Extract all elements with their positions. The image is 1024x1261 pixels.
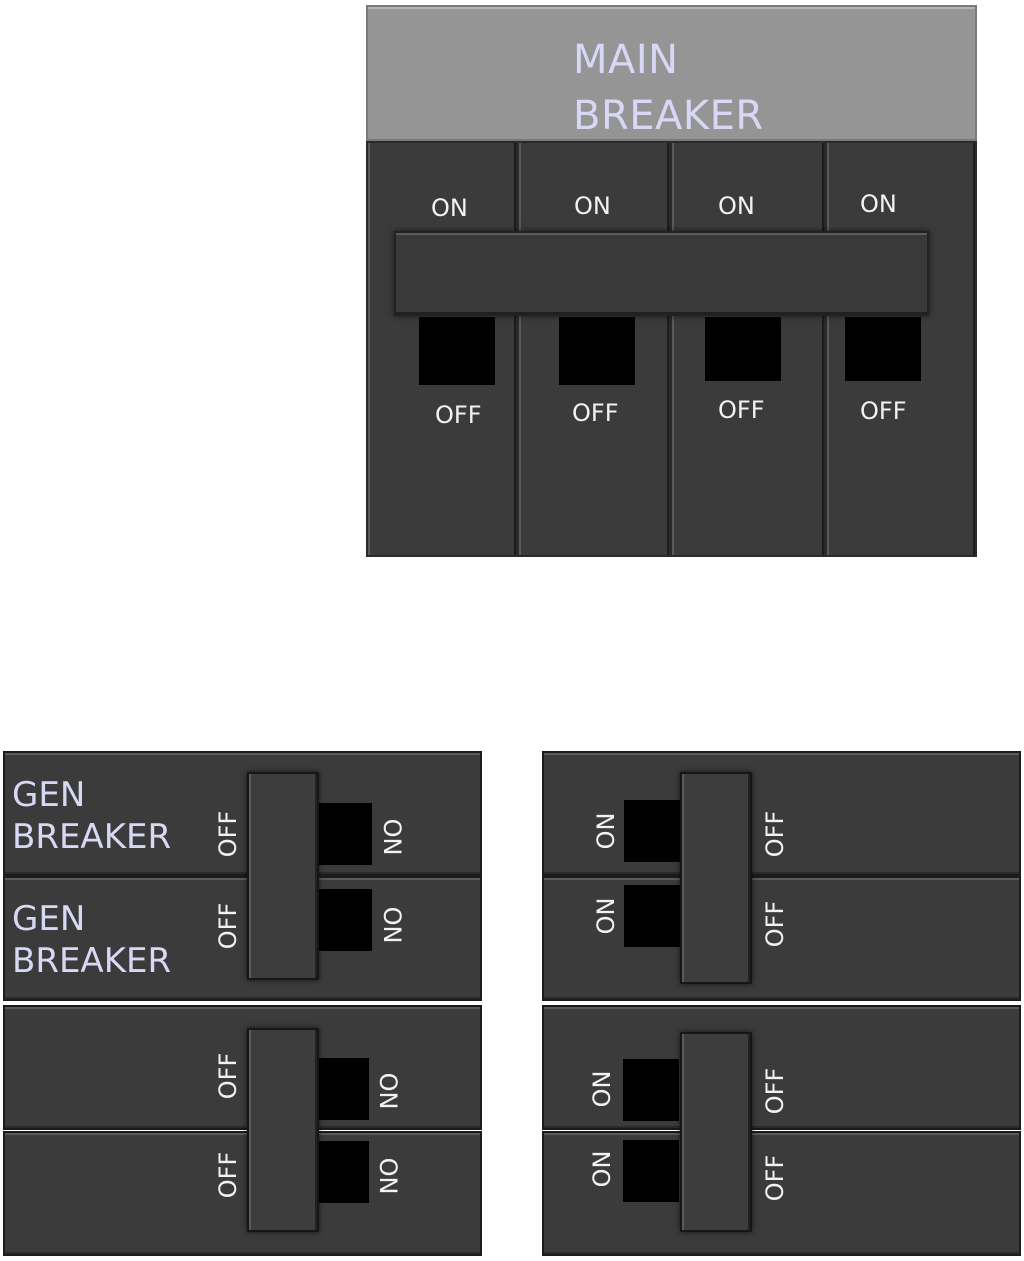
left-row-1-toggle[interactable]: [316, 803, 372, 865]
right-row-2-toggle[interactable]: [624, 885, 680, 947]
pole-2-toggle[interactable]: [559, 317, 635, 385]
right-upper-breaker-handle[interactable]: [680, 772, 752, 984]
left-row-2: [3, 876, 482, 1001]
right-row-3-off-label: OFF: [761, 1067, 789, 1115]
main-breaker-title-line1: MAIN: [573, 37, 679, 83]
main-breaker-header: [366, 5, 977, 141]
right-row-4-off-label: OFF: [761, 1154, 789, 1202]
gen-breaker-label-1-line2: BREAKER: [12, 817, 172, 857]
right-row-4-toggle[interactable]: [623, 1140, 679, 1202]
left-row-2-off-label: OFF: [214, 902, 242, 950]
pole-1-toggle[interactable]: [419, 317, 495, 385]
pole-4-on-label: ON: [860, 190, 897, 218]
left-row-1: [3, 751, 482, 876]
right-row-1-toggle[interactable]: [624, 800, 680, 862]
left-row-1-off-label: OFF: [214, 810, 242, 858]
right-row-4-on-label: ON: [588, 1150, 616, 1188]
gen-breaker-label-1: GEN BREAKER: [12, 774, 171, 858]
pole-2-on-label: ON: [574, 192, 611, 220]
pole-4-toggle[interactable]: [845, 317, 921, 381]
left-row-4-on-label: ON: [374, 1157, 402, 1195]
gen-breaker-label-2: GEN BREAKER: [12, 898, 171, 982]
left-row-2-toggle[interactable]: [316, 889, 372, 951]
right-row-1-off-label: OFF: [761, 810, 789, 858]
right-row-3-on-label: ON: [588, 1070, 616, 1108]
left-row-4: [3, 1131, 482, 1256]
main-breaker-title-line2: BREAKER: [573, 93, 764, 139]
gen-breaker-handle[interactable]: [247, 772, 319, 980]
left-lower-breaker-handle[interactable]: [247, 1028, 319, 1232]
left-row-1-on-label: ON: [378, 818, 406, 856]
pole-1-off-label: OFF: [435, 401, 482, 429]
pole-2-off-label: OFF: [572, 399, 619, 427]
pole-3-toggle[interactable]: [705, 317, 781, 381]
pole-1-on-label: ON: [431, 194, 468, 222]
pole-3-on-label: ON: [718, 192, 755, 220]
right-row-3: [542, 1005, 1021, 1130]
left-row-3-on-label: ON: [374, 1072, 402, 1110]
gen-breaker-label-2-line2: BREAKER: [12, 941, 172, 981]
left-row-4-off-label: OFF: [214, 1151, 242, 1199]
right-row-2-off-label: OFF: [761, 900, 789, 948]
right-row-3-toggle[interactable]: [623, 1059, 679, 1121]
right-row-4: [542, 1131, 1021, 1256]
left-row-4-toggle[interactable]: [313, 1141, 369, 1203]
right-row-1-on-label: ON: [592, 812, 620, 850]
pole-3-off-label: OFF: [718, 396, 765, 424]
right-lower-breaker-handle[interactable]: [680, 1032, 752, 1232]
left-row-3: [3, 1005, 482, 1130]
right-row-2-on-label: ON: [592, 897, 620, 935]
main-breaker-handle[interactable]: [394, 231, 929, 316]
right-row-2: [542, 876, 1021, 1001]
left-row-3-toggle[interactable]: [313, 1058, 369, 1120]
right-row-1: [542, 751, 1021, 876]
gen-breaker-label-1-line1: GEN: [12, 775, 86, 815]
main-breaker-title: MAIN BREAKER: [573, 32, 764, 144]
gen-breaker-label-2-line1: GEN: [12, 899, 86, 939]
left-row-3-off-label: OFF: [214, 1052, 242, 1100]
left-row-2-on-label: ON: [378, 906, 406, 944]
pole-4-off-label: OFF: [860, 397, 907, 425]
